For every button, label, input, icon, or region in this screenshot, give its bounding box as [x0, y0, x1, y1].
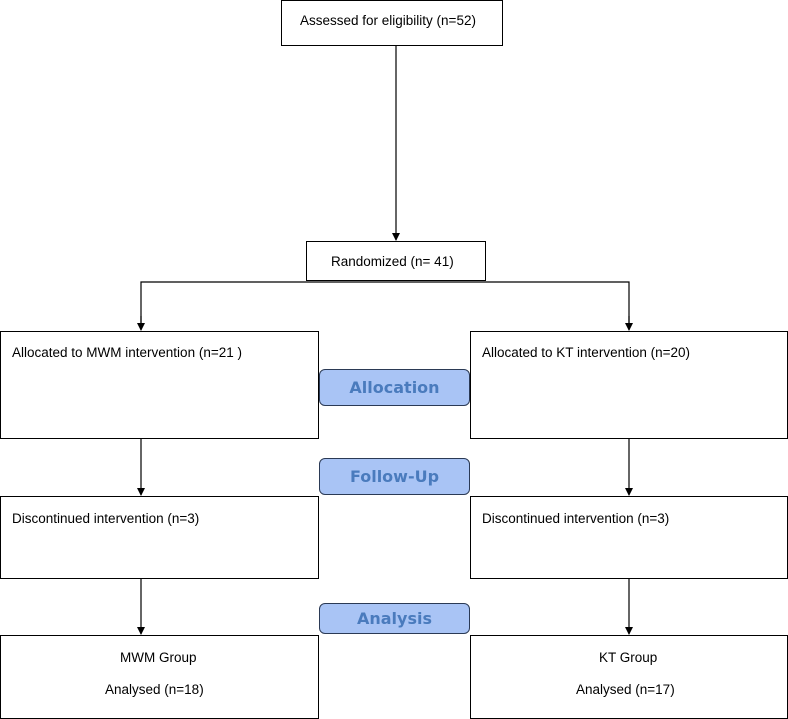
right-discontinued-text: Discontinued intervention (n=3) — [482, 511, 670, 526]
left-allocated-box: Allocated to MWM intervention (n=21 ) — [0, 331, 319, 439]
assessed-text: Assessed for eligibility (n=52) — [300, 13, 476, 28]
right-allocated-text: Allocated to KT intervention (n=20) — [482, 345, 690, 360]
allocation-stage-label: Allocation — [319, 369, 470, 406]
left-group-box: MWM Group Analysed (n=18) — [0, 635, 319, 719]
right-allocated-box: Allocated to KT intervention (n=20) — [470, 331, 788, 439]
branch-line — [140, 281, 630, 326]
randomized-text: Randomized (n= 41) — [331, 254, 454, 269]
randomized-box: Randomized (n= 41) — [306, 241, 486, 281]
left-discontinued-text: Discontinued intervention (n=3) — [12, 511, 200, 526]
right-group-name: KT Group — [599, 650, 658, 665]
right-discontinued-box: Discontinued intervention (n=3) — [470, 496, 788, 579]
analysis-stage-label: Analysis — [319, 603, 470, 634]
left-allocated-text: Allocated to MWM intervention (n=21 ) — [12, 345, 242, 360]
left-analysed-text: Analysed (n=18) — [105, 682, 204, 697]
left-discontinued-box: Discontinued intervention (n=3) — [0, 496, 319, 579]
right-group-box: KT Group Analysed (n=17) — [470, 635, 788, 719]
left-group-name: MWM Group — [120, 650, 197, 665]
assessed-box: Assessed for eligibility (n=52) — [281, 0, 503, 46]
right-analysed-text: Analysed (n=17) — [576, 682, 675, 697]
follow-up-stage-label: Follow-Up — [319, 458, 470, 495]
